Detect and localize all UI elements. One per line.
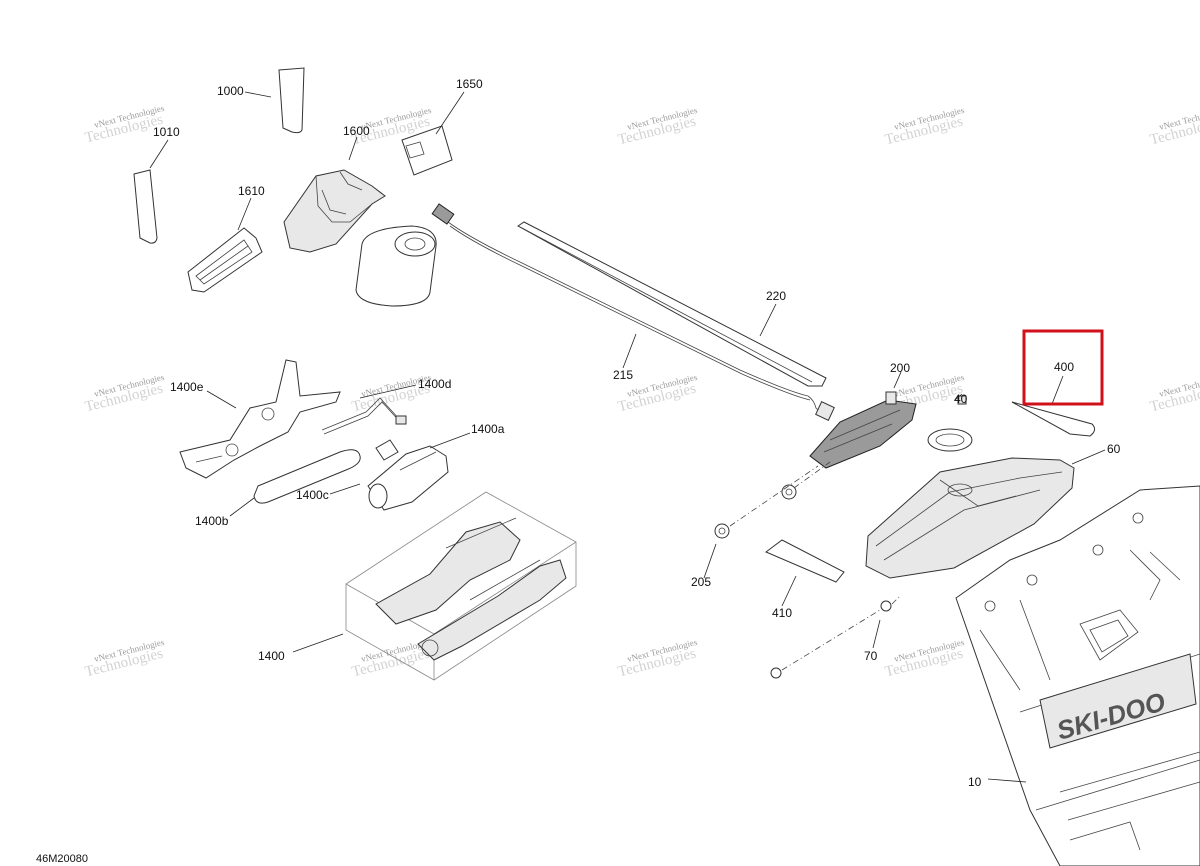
part-1400c-extension[interactable] [253, 449, 361, 504]
label-1000[interactable]: 1000 [217, 84, 244, 98]
label-1600[interactable]: 1600 [343, 124, 370, 138]
rivet[interactable] [781, 484, 797, 500]
label-205[interactable]: 205 [691, 575, 711, 589]
part-60-tail-panel[interactable] [865, 457, 1075, 579]
label-60[interactable]: 60 [1107, 442, 1121, 456]
label-400[interactable]: 400 [1054, 360, 1074, 374]
part-1400-tool-kit[interactable] [345, 491, 577, 681]
assembly-line [729, 465, 819, 527]
diagram-code: 46M20080 [36, 853, 88, 865]
highlight-box [1022, 329, 1104, 406]
label-70[interactable]: 70 [864, 649, 878, 663]
leader-lines [149, 91, 1106, 783]
part-200-taillight[interactable] [809, 391, 917, 469]
part-215-harness[interactable] [431, 203, 835, 421]
label-215[interactable]: 215 [613, 368, 633, 382]
label-10[interactable]: 10 [968, 775, 982, 789]
label-1010[interactable]: 1010 [153, 125, 180, 139]
label-410[interactable]: 410 [772, 606, 792, 620]
assembly-line [781, 609, 881, 671]
part-70-screw[interactable] [770, 600, 892, 679]
part-400-decal[interactable] [1011, 401, 1096, 437]
label-1400c[interactable]: 1400c [296, 488, 329, 502]
part-1010-decal[interactable] [133, 169, 158, 244]
watermark: Technologies vNext Technologies [83, 637, 165, 681]
part-1650-sticker[interactable] [401, 125, 453, 176]
assembly-line [793, 461, 831, 489]
label-1400d[interactable]: 1400d [418, 377, 451, 391]
part-205-rivet[interactable] [714, 523, 730, 539]
part-1600-bracket[interactable] [283, 169, 386, 253]
label-1400e[interactable]: 1400e [170, 380, 204, 394]
label-1400[interactable]: 1400 [258, 649, 285, 663]
watermark: Technologies vNext Technologies [1148, 105, 1200, 149]
watermark: Technologies vNext Technologies [616, 105, 698, 149]
watermark: Technologies vNext Technologies [83, 372, 165, 416]
label-40[interactable]: 40 [954, 392, 968, 406]
part-container-cylinder[interactable] [355, 225, 437, 307]
watermark: Technologies vNext Technologies [616, 637, 698, 681]
part-1000-decal[interactable] [278, 67, 305, 134]
watermark: Technologies vNext Technologies [883, 105, 965, 149]
part-10-snowflap[interactable]: SKI-DOO [955, 485, 1200, 866]
label-1400a[interactable]: 1400a [471, 422, 505, 436]
part-40-emblem[interactable] [927, 395, 973, 452]
label-1650[interactable]: 1650 [456, 77, 483, 91]
part-220-strip[interactable] [517, 221, 827, 387]
label-1610[interactable]: 1610 [238, 184, 265, 198]
label-1400b[interactable]: 1400b [195, 514, 229, 528]
watermark: Technologies vNext Technologies [883, 637, 965, 681]
label-200[interactable]: 200 [890, 361, 910, 375]
part-1400d-hex-key[interactable] [321, 397, 407, 435]
watermark: Technologies vNext Technologies [1148, 372, 1200, 416]
part-410-decal[interactable] [765, 539, 845, 583]
assembly-line [891, 595, 901, 605]
part-1400a-socket[interactable] [367, 439, 449, 511]
part-labels: 1000 1010 1600 1650 1610 220 215 200 40 … [153, 77, 1121, 789]
part-1400e-wrench[interactable] [179, 359, 341, 479]
label-220[interactable]: 220 [766, 289, 786, 303]
part-1610-strap[interactable] [187, 227, 263, 293]
